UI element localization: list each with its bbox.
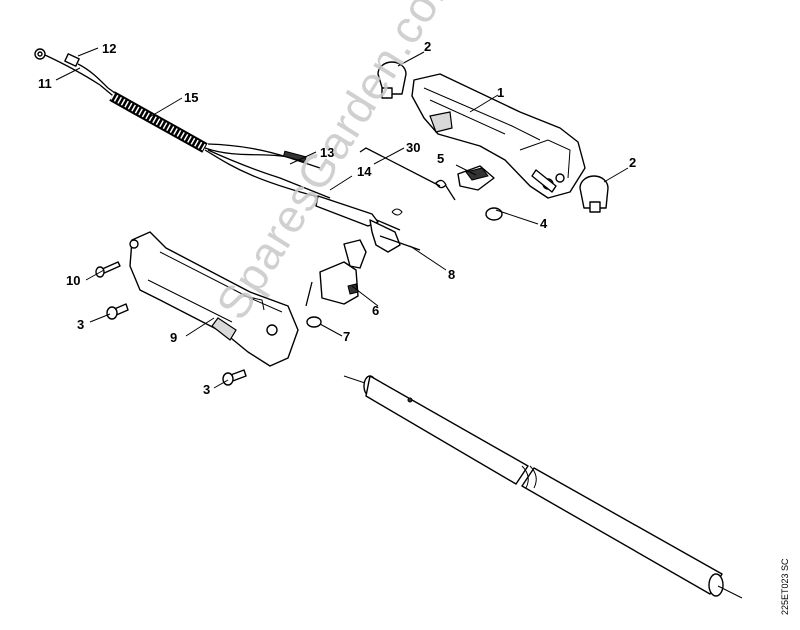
interlock-lever xyxy=(319,239,367,305)
callout-10: 10 xyxy=(66,273,80,288)
callout-2-left: 2 xyxy=(424,39,431,54)
screw-3-lower xyxy=(222,369,247,386)
torsion-spring xyxy=(359,147,456,201)
callout-30: 30 xyxy=(406,140,420,155)
callout-6: 6 xyxy=(372,303,379,318)
leader-lines xyxy=(55,47,629,389)
throttle-trigger xyxy=(315,195,403,253)
handle-housing-lower xyxy=(129,231,299,367)
callout-2-right: 2 xyxy=(629,155,636,170)
screw-3-upper xyxy=(106,303,129,320)
screw-10 xyxy=(95,261,121,278)
callouts: 1 2 2 3 3 4 5 6 7 8 9 10 11 12 13 14 15 … xyxy=(38,39,636,397)
torsion-spring-small xyxy=(305,281,322,328)
clamp-left xyxy=(377,61,407,99)
callout-7: 7 xyxy=(343,329,350,344)
callout-15: 15 xyxy=(184,90,198,105)
throttle-cable xyxy=(207,143,331,199)
callout-14: 14 xyxy=(357,164,372,179)
callout-1: 1 xyxy=(497,85,504,100)
callout-5: 5 xyxy=(437,151,444,166)
callout-9: 9 xyxy=(170,330,177,345)
callout-11: 11 xyxy=(38,76,52,91)
diagram-reference-code: 225ET023 SC xyxy=(780,558,790,615)
callout-13: 13 xyxy=(320,145,334,160)
stop-switch xyxy=(457,165,495,191)
spring-ring xyxy=(485,207,503,221)
callout-8: 8 xyxy=(448,267,455,282)
handle-housing-upper xyxy=(411,73,586,199)
clamp-right xyxy=(579,175,609,213)
wire-terminals xyxy=(34,48,123,101)
callout-3-lower: 3 xyxy=(203,382,210,397)
drive-tube xyxy=(343,375,743,599)
callout-12: 12 xyxy=(102,41,116,56)
callout-3-upper: 3 xyxy=(77,317,84,332)
callout-4: 4 xyxy=(540,216,548,231)
